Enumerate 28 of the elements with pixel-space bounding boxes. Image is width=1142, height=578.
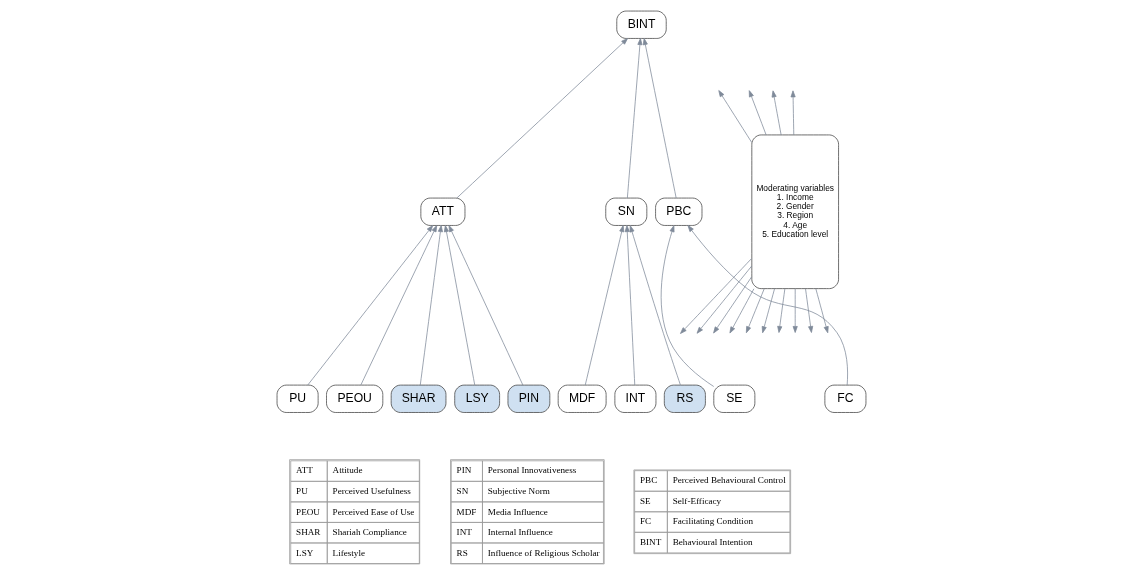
label: Influence of Religious Scholar bbox=[487, 547, 600, 558]
label: RS bbox=[456, 547, 468, 558]
label: LSY bbox=[295, 547, 313, 558]
label: ATT bbox=[295, 465, 313, 476]
label: Media Influence bbox=[487, 506, 548, 517]
label: BINT bbox=[639, 536, 661, 547]
label: Facilitating Condition bbox=[672, 516, 753, 527]
label: PEOU bbox=[295, 506, 320, 517]
label: PBC bbox=[639, 475, 657, 486]
label: MDF bbox=[456, 506, 476, 517]
label: Perceived Ease of Use bbox=[332, 506, 414, 517]
label: Behavioural Intention bbox=[672, 536, 753, 547]
label: FC bbox=[639, 516, 651, 527]
label: SN bbox=[456, 485, 468, 496]
label: Subjective Norm bbox=[487, 485, 550, 496]
label: Attitude bbox=[332, 465, 362, 476]
label: Lifestyle bbox=[332, 547, 365, 558]
label: Internal Influence bbox=[487, 527, 553, 538]
label: INT bbox=[456, 527, 472, 538]
label: Personal Innovativeness bbox=[487, 465, 576, 476]
label: PIN bbox=[456, 465, 471, 476]
label: SE bbox=[639, 495, 651, 506]
label: SHAR bbox=[295, 527, 320, 538]
label: Shariah Compliance bbox=[332, 527, 407, 538]
label: Perceived Behavioural Control bbox=[672, 475, 786, 486]
label: PU bbox=[295, 485, 308, 496]
label: Self-Efficacy bbox=[672, 495, 721, 506]
label: Perceived Usefulness bbox=[332, 485, 411, 496]
